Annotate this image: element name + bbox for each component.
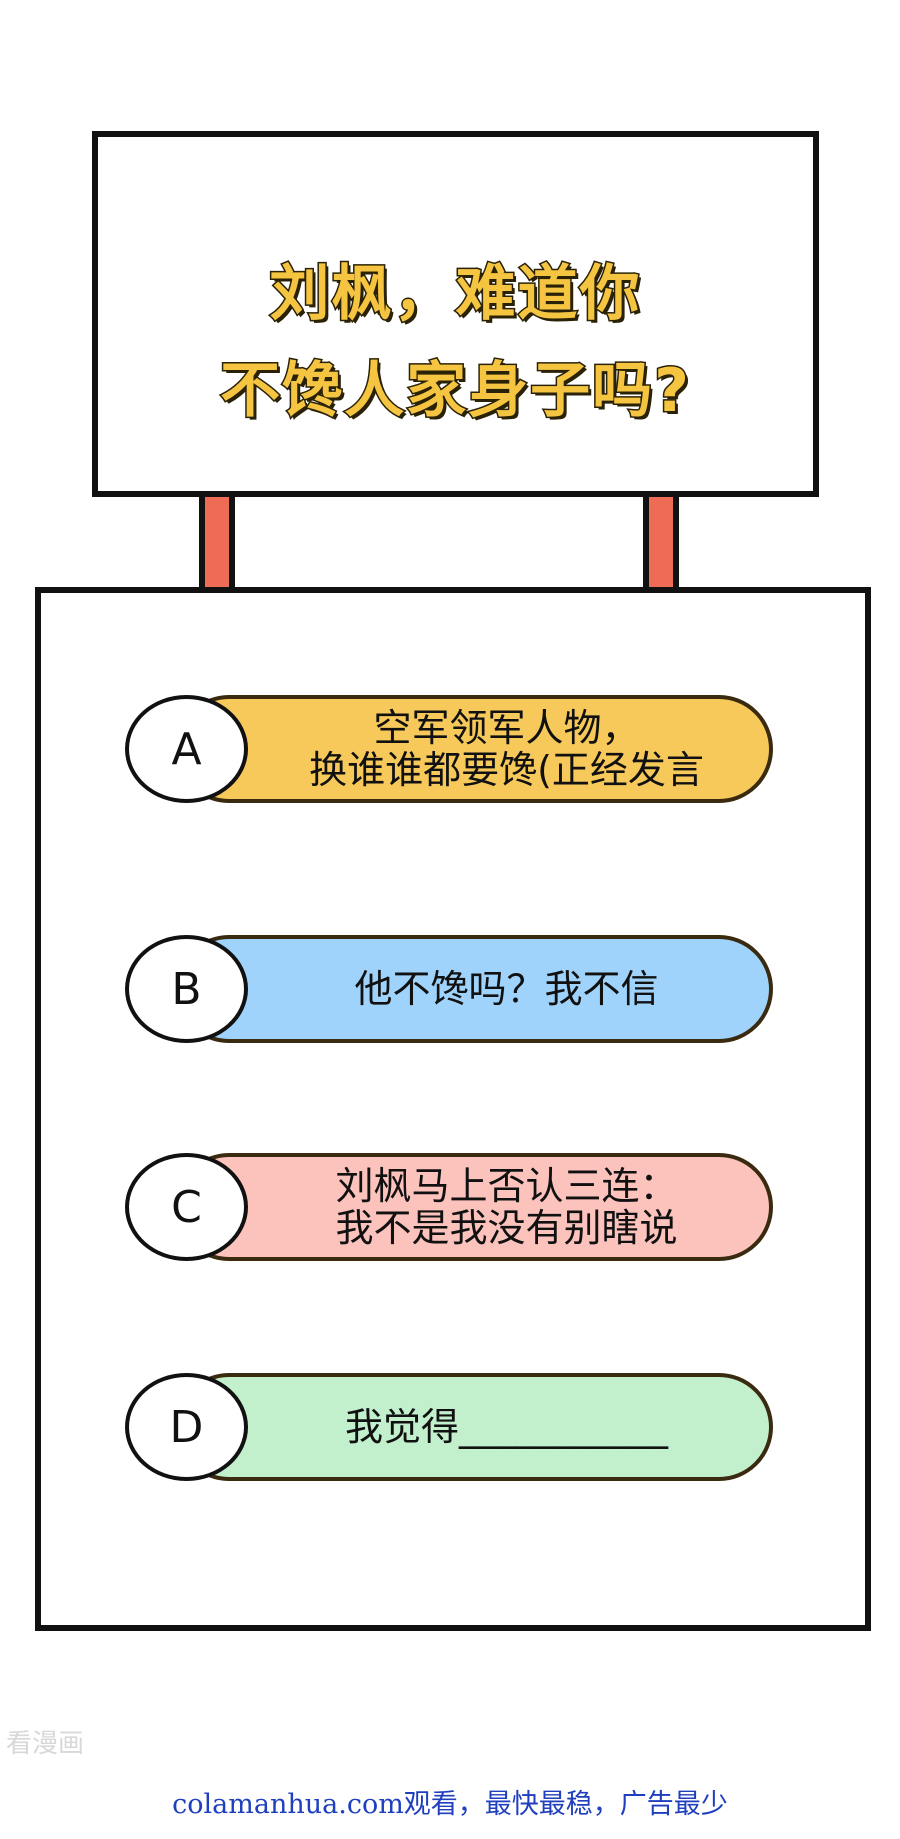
- option-c-line-1: 刘枫马上否认三连：: [335, 1164, 678, 1208]
- option-a-letter: A: [125, 695, 248, 803]
- option-b[interactable]: B 他不馋吗？我不信: [125, 935, 773, 1043]
- option-c-pill: [175, 1153, 773, 1261]
- footer-site-notice: colamanhua.com观看，最快最稳，广告最少: [172, 1789, 728, 1820]
- option-b-pill: [175, 935, 773, 1043]
- question-title-line-1: 刘枫，难道你: [268, 258, 642, 331]
- question-title-line-2: 不馋人家身子吗?: [219, 355, 691, 428]
- option-c-line-2: 我不是我没有别瞎说: [335, 1206, 678, 1250]
- option-a-text: 空军领军人物， 换谁谁都要馋(正经发言: [248, 695, 765, 803]
- option-b-letter: B: [125, 935, 248, 1043]
- option-c-text: 刘枫马上否认三连： 我不是我没有别瞎说: [248, 1153, 765, 1261]
- option-d-pill: [175, 1373, 773, 1481]
- option-a[interactable]: A 空军领军人物， 换谁谁都要馋(正经发言: [125, 695, 773, 803]
- option-b-text: 他不馋吗？我不信: [248, 935, 765, 1043]
- option-d-letter: D: [125, 1373, 248, 1481]
- option-d-text: 我觉得___________: [248, 1373, 765, 1481]
- option-a-line-2: 换谁谁都要馋(正经发言: [309, 748, 704, 792]
- watermark: 看漫画: [6, 1729, 85, 1759]
- option-a-pill: [175, 695, 773, 803]
- sign-post-left: [199, 497, 235, 589]
- option-b-line-1: 他不馋吗？我不信: [354, 967, 659, 1011]
- option-a-line-1: 空军领军人物，: [373, 706, 640, 750]
- option-d-line-1: 我觉得___________: [344, 1405, 668, 1449]
- option-c-letter: C: [125, 1153, 248, 1261]
- question-sign: 刘枫，难道你 不馋人家身子吗?: [92, 131, 819, 497]
- option-d[interactable]: D 我觉得___________: [125, 1373, 773, 1481]
- option-c[interactable]: C 刘枫马上否认三连： 我不是我没有别瞎说: [125, 1153, 773, 1261]
- sign-post-right: [643, 497, 679, 589]
